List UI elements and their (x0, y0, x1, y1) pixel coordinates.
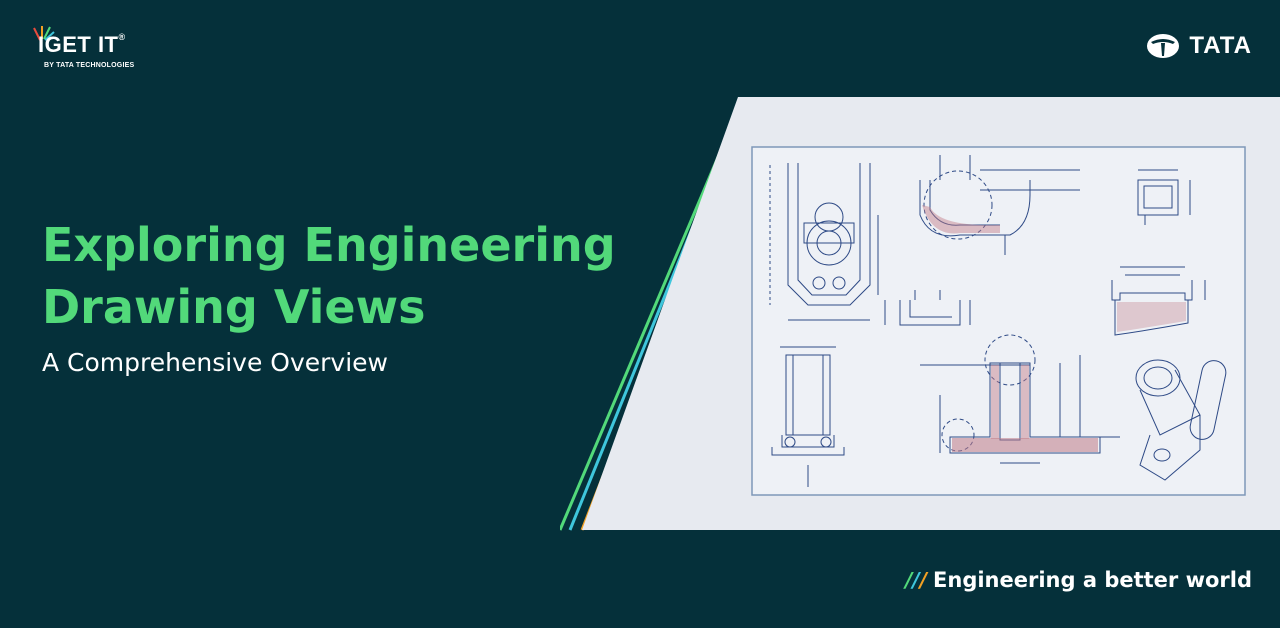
logo-wordmark: IGET IT® (38, 32, 126, 57)
accent-line-green (560, 116, 737, 531)
engineering-drawing-illustration (560, 97, 1280, 531)
multicolor-rays-icon (33, 26, 55, 41)
tata-wordmark: TATA (1189, 32, 1252, 59)
tata-logo: TATA (1145, 32, 1252, 60)
tagline-slashes: /// (905, 568, 928, 592)
footer-tagline: /// Engineering a better world (905, 568, 1252, 592)
tagline-text: Engineering a better world (933, 568, 1252, 592)
page-subtitle: A Comprehensive Overview (42, 348, 388, 377)
section-hatching (922, 205, 1186, 452)
drawing-line-art (769, 155, 1227, 487)
logo-byline: BY TATA TECHNOLOGIES (44, 62, 135, 69)
tata-emblem-icon (1147, 34, 1180, 58)
page-title: Exploring Engineering Drawing Views (42, 218, 616, 334)
iget-it-logo: IGET IT® BY TATA TECHNOLOGIES (30, 24, 170, 74)
